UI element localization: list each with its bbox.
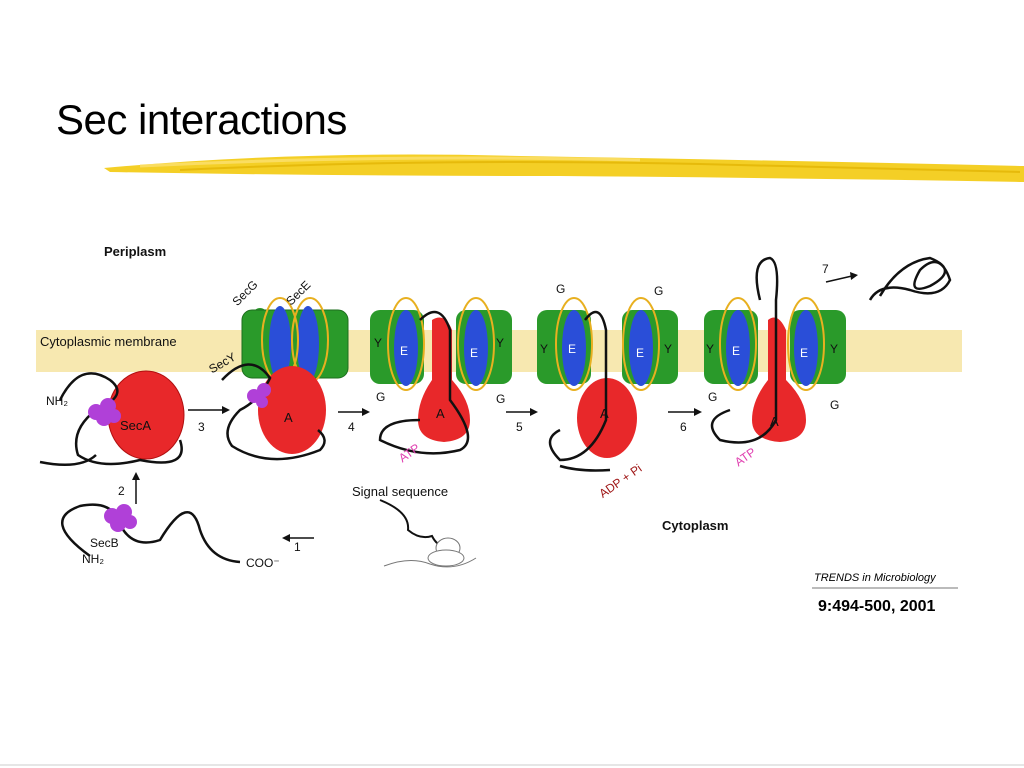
seca-stage2 [258,366,326,454]
secb-cytoplasm [104,504,137,532]
signal-sequence-chain [379,499,449,548]
preprotein-chain-stage1 [58,372,183,466]
step-4-label: 4 [348,420,355,434]
seca-a-label-stage3: A [436,406,445,421]
secb-stage1 [88,398,121,426]
signal-sequence-label: Signal sequence [352,484,449,499]
e-label-s4a: E [568,342,577,356]
seca-a-label-stage2: A [284,410,293,425]
g-label-s4b: G [654,284,664,298]
citation-label: 9:494-500, 2001 [818,598,936,615]
preprotein-chain-secb [61,503,241,564]
seca-label: SecA [120,418,152,433]
seca-a-label-stage5: A [770,414,779,429]
secb-label: SecB [90,536,119,550]
e-label-s5b: E [800,346,809,360]
g-label-s4a: G [556,282,566,296]
seca-a-label-stage4: A [600,406,609,421]
membrane-label: Cytoplasmic membrane [40,334,177,349]
y-label-s5b: Y [830,342,839,356]
step-2-label: 2 [118,484,125,498]
step-5-label: 5 [516,420,523,434]
step-3-label: 3 [198,420,205,434]
g-label-s3b: G [496,392,506,406]
nh2-label-stage1: NH₂ [46,394,68,408]
sece-stage2-a [269,306,291,382]
g-label-s5a: G [708,390,718,404]
e-label-s3a: E [400,344,409,358]
folded-protein [868,256,952,301]
e-label-s5a: E [732,344,741,358]
ribosome [383,537,477,568]
title-underline-brush [104,154,1024,182]
y-label-s5a: Y [706,342,715,356]
periplasm-label: Periplasm [104,244,167,259]
footer-divider [0,764,1024,766]
y-label-s3b: Y [496,336,505,350]
slide-title: Sec interactions [56,96,347,143]
y-label-s4b: Y [664,342,673,356]
e-label-s3b: E [470,346,479,360]
step-6-label: 6 [680,420,687,434]
step-1-label: 1 [294,540,301,554]
y-label-s3a: Y [374,336,383,350]
nh2-label-secb: NH₂ [82,552,104,566]
g-label-s3a: G [376,390,386,404]
journal-label: TRENDS in Microbiology [814,572,936,584]
step-7-label: 7 [822,262,829,276]
cooh-label: COO⁻ [246,556,280,570]
sece-stage2-b [297,306,319,382]
secb-stage2 [247,383,271,408]
y-label-s4a: Y [540,342,549,356]
arrow-step-7 [825,275,853,283]
g-label-s5b: G [830,398,840,412]
e-label-s4b: E [636,346,645,360]
cytoplasm-label: Cytoplasm [662,518,729,533]
